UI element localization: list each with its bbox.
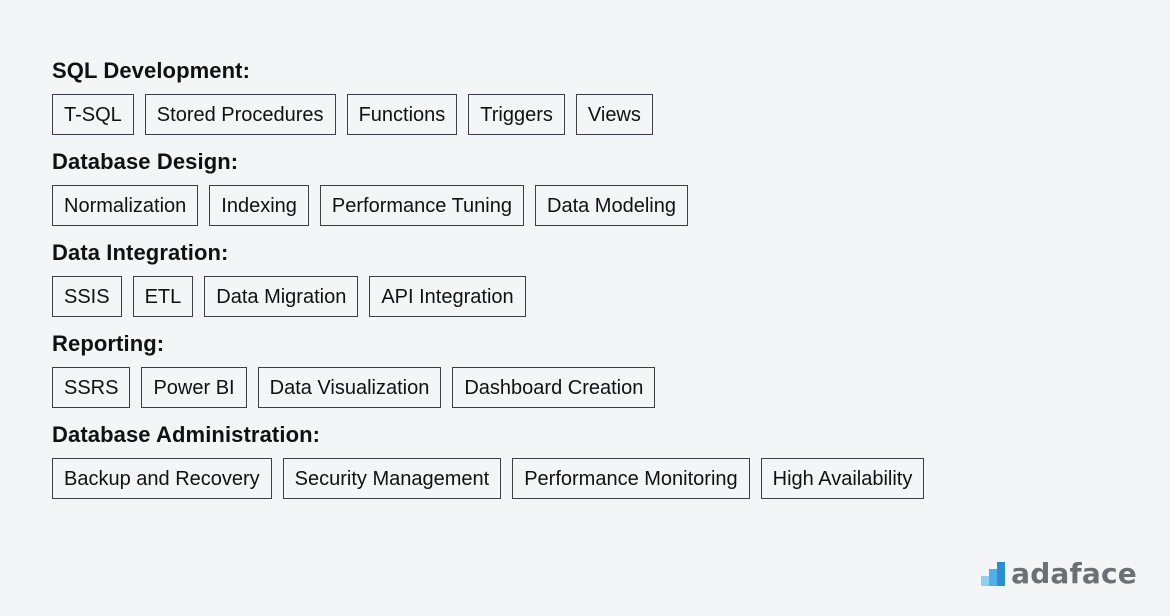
category-title: Database Design: — [52, 149, 239, 174]
skill-tag[interactable]: High Availability — [760, 458, 925, 499]
skill-tag[interactable]: Backup and Recovery — [52, 458, 272, 499]
skills-list: SQL Development: T-SQL Stored Procedures… — [52, 58, 1112, 513]
skill-tag[interactable]: Power BI — [141, 367, 247, 408]
skill-tag[interactable]: Stored Procedures — [144, 94, 336, 135]
category-database-design: Database Design: Normalization Indexing … — [52, 149, 1112, 226]
skill-tag[interactable]: T-SQL — [52, 94, 134, 135]
skill-tag[interactable]: Performance Monitoring — [512, 458, 750, 499]
category-reporting: Reporting: SSRS Power BI Data Visualizat… — [52, 331, 1112, 408]
category-data-integration: Data Integration: SSIS ETL Data Migratio… — [52, 240, 1112, 317]
adaface-logo-icon — [981, 562, 1006, 586]
skill-tag[interactable]: Performance Tuning — [319, 185, 524, 226]
skill-tag[interactable]: API Integration — [369, 276, 526, 317]
tag-list: Normalization Indexing Performance Tunin… — [52, 185, 1112, 226]
skill-tag[interactable]: Views — [575, 94, 653, 135]
skill-tag[interactable]: Indexing — [209, 185, 309, 226]
skill-tag[interactable]: Data Modeling — [535, 185, 688, 226]
skill-tag[interactable]: Normalization — [52, 185, 199, 226]
logo-text: adaface — [1011, 557, 1137, 590]
category-title: Database Administration: — [52, 422, 321, 447]
category-database-administration: Database Administration: Backup and Reco… — [52, 422, 1112, 499]
skill-tag[interactable]: Dashboard Creation — [452, 367, 656, 408]
skill-tag[interactable]: SSRS — [52, 367, 131, 408]
skill-tag[interactable]: Data Visualization — [257, 367, 442, 408]
adaface-logo: adaface — [981, 560, 1137, 588]
skill-tag[interactable]: SSIS — [52, 276, 122, 317]
skill-tag[interactable]: Functions — [346, 94, 458, 135]
skill-tag[interactable]: Data Migration — [204, 276, 359, 317]
skill-tag[interactable]: ETL — [132, 276, 194, 317]
category-sql-development: SQL Development: T-SQL Stored Procedures… — [52, 58, 1112, 135]
category-title: Reporting: — [52, 331, 165, 356]
skill-tag[interactable]: Security Management — [282, 458, 502, 499]
category-title: Data Integration: — [52, 240, 229, 265]
tag-list: T-SQL Stored Procedures Functions Trigge… — [52, 94, 1112, 135]
tag-list: SSRS Power BI Data Visualization Dashboa… — [52, 367, 1112, 408]
skill-tag[interactable]: Triggers — [468, 94, 565, 135]
tag-list: SSIS ETL Data Migration API Integration — [52, 276, 1112, 317]
category-title: SQL Development: — [52, 58, 251, 83]
tag-list: Backup and Recovery Security Management … — [52, 458, 1112, 499]
